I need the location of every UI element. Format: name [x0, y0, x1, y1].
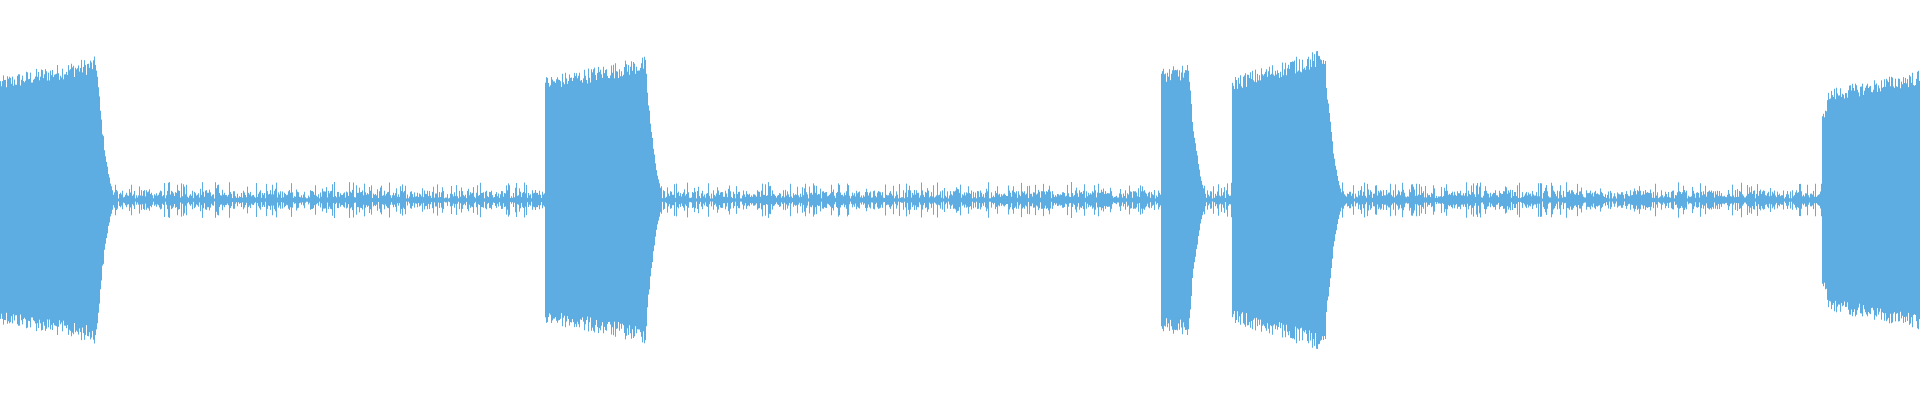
waveform-bars	[0, 51, 1920, 349]
